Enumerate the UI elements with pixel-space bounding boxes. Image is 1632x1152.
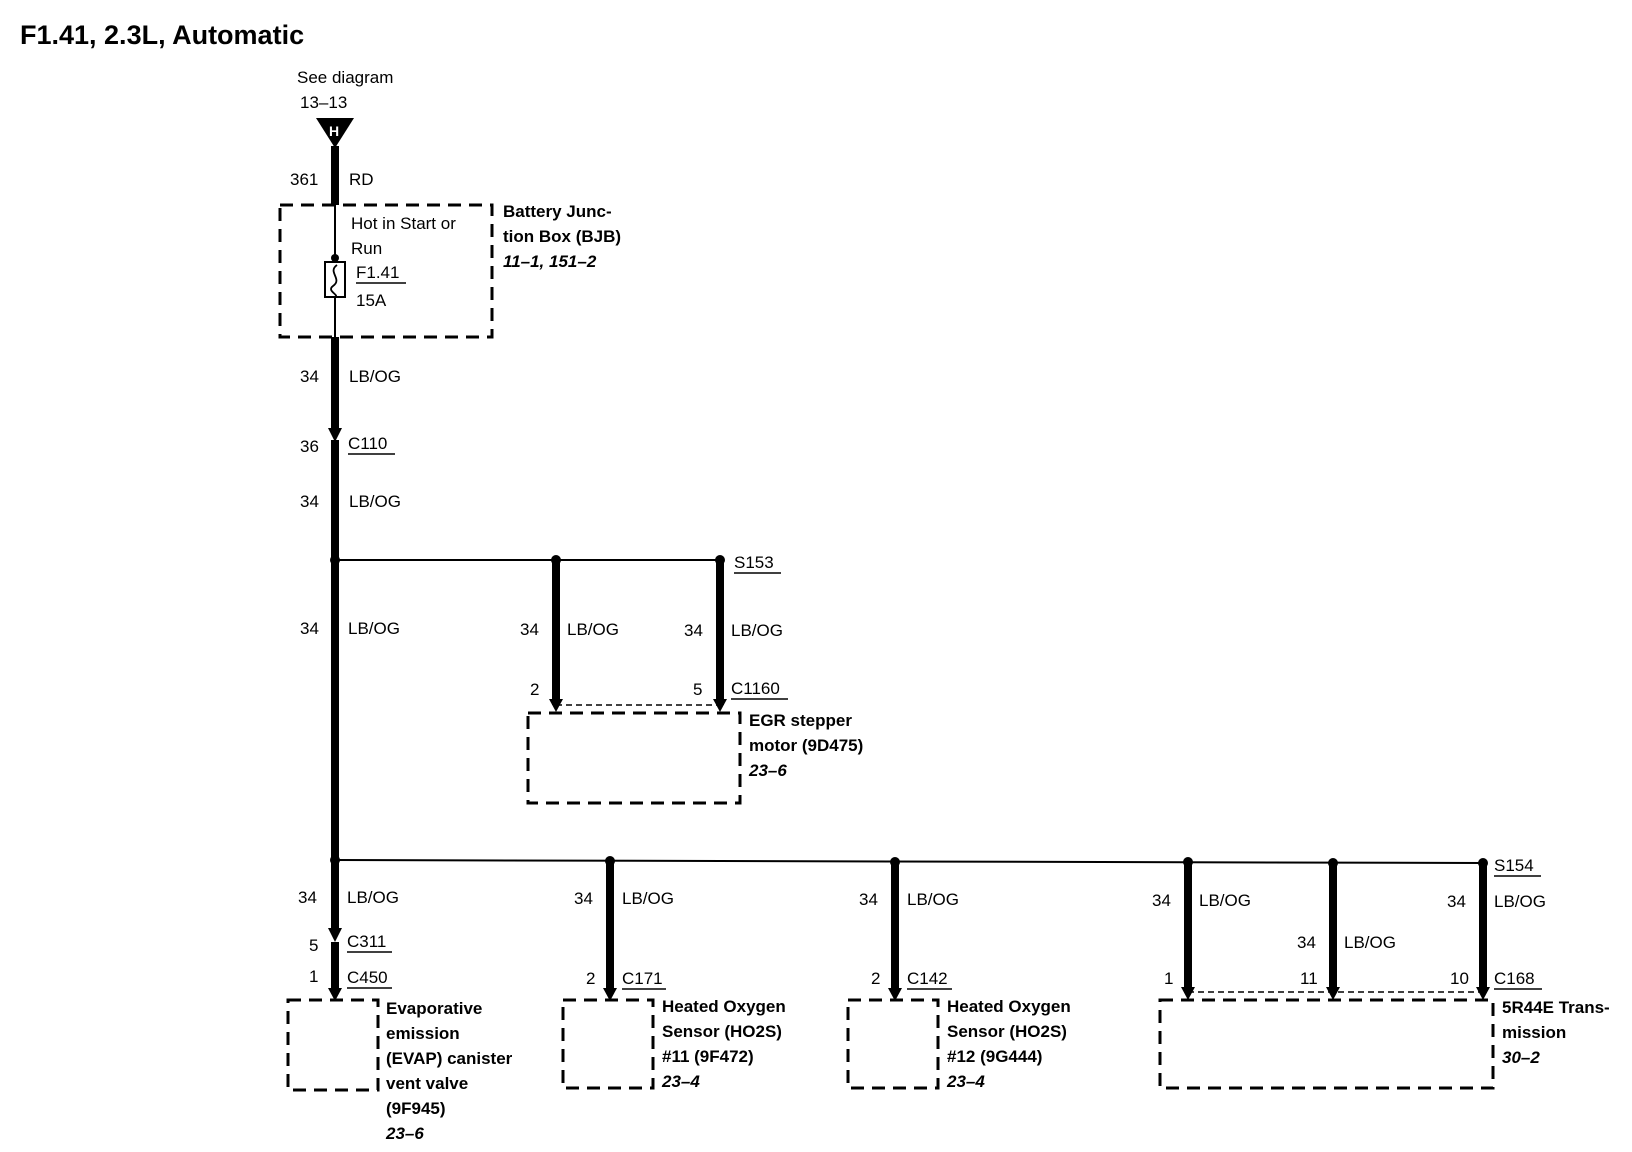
trans-wire-a-circuit: 34 <box>1152 891 1171 910</box>
wire-1-color: LB/OG <box>349 367 401 386</box>
egr-name-2: motor (9D475) <box>749 736 863 755</box>
c1160-pin-b-mark <box>713 699 727 712</box>
c168-pin-a: 1 <box>1164 969 1173 988</box>
ho2s12-box <box>846 998 940 1090</box>
c450-pin: 1 <box>309 967 318 986</box>
c1160-pin-a-mark <box>549 699 563 712</box>
trans-box <box>1158 998 1495 1090</box>
ho2s11-name-3: #11 (9F472) <box>662 1047 754 1066</box>
c311-pin: 5 <box>309 936 318 955</box>
ho2s12-name-1: Heated Oxygen <box>947 997 1071 1016</box>
bjb-splice-dot <box>331 254 339 262</box>
evap-name-4: vent valve <box>386 1074 468 1093</box>
ho2s11-box <box>561 998 655 1090</box>
egr-name-1: EGR stepper <box>749 711 852 730</box>
ho2s11-name-2: Sensor (HO2S) <box>662 1022 782 1041</box>
fuse-element <box>330 264 338 298</box>
egr-wire-b-color: LB/OG <box>731 621 783 640</box>
ho2s12-wire-color: LB/OG <box>907 890 959 909</box>
c110-connector-mark <box>328 428 342 442</box>
bjb-power-label-1: Hot in Start or <box>351 214 456 233</box>
bjb-name-2: tion Box (BJB) <box>503 227 621 246</box>
trans-ref: 30–2 <box>1502 1048 1540 1067</box>
wire-1-circuit: 34 <box>300 367 319 386</box>
egr-box <box>526 711 742 805</box>
wire-3-color: LB/OG <box>348 619 400 638</box>
c110-label: C110 <box>348 434 387 453</box>
diagram-title: F1.41, 2.3L, Automatic <box>20 20 304 50</box>
wire-361-color: RD <box>349 170 374 189</box>
c110-pin: 36 <box>300 437 319 456</box>
trans-wire-a-color: LB/OG <box>1199 891 1251 910</box>
trans-wire-c-circuit: 34 <box>1447 892 1466 911</box>
ho2s12-wire-circuit: 34 <box>859 890 878 909</box>
source-ref-line2: 13–13 <box>300 93 347 112</box>
egr-wire-b-circuit: 34 <box>684 621 703 640</box>
ho2s11-wire-color: LB/OG <box>622 889 674 908</box>
c171-label: C171 <box>622 969 663 988</box>
ho2s12-ref: 23–4 <box>946 1072 985 1091</box>
trans-wire-c-color: LB/OG <box>1494 892 1546 911</box>
c168-pin-b: 11 <box>1300 969 1318 988</box>
fuse-id: F1.41 <box>356 263 399 282</box>
source-ref-line1: See diagram <box>297 68 393 87</box>
evap-name-5: (9F945) <box>386 1099 446 1118</box>
ho2s11-name-1: Heated Oxygen <box>662 997 786 1016</box>
bjb-ref: 11–1, 151–2 <box>503 252 597 271</box>
wire-361-circuit: 361 <box>290 170 318 189</box>
trans-name-2: mission <box>1502 1023 1566 1042</box>
c1160-label: C1160 <box>731 679 780 698</box>
egr-wire-a-color: LB/OG <box>567 620 619 639</box>
c171-pin: 2 <box>586 969 595 988</box>
c171-connector-mark <box>603 988 617 1001</box>
c311-connector-mark <box>328 928 342 942</box>
wire-2-circuit: 34 <box>300 492 319 511</box>
bjb-box <box>278 203 494 339</box>
ho2s12-name-3: #12 (9G444) <box>947 1047 1042 1066</box>
bjb-name-1: Battery Junc- <box>503 202 612 221</box>
s154-bus <box>334 859 1484 864</box>
bjb-power-label-2: Run <box>351 239 382 258</box>
c450-label: C450 <box>347 968 388 987</box>
evap-name-1: Evaporative <box>386 999 482 1018</box>
trans-wire-b-circuit: 34 <box>1297 933 1316 952</box>
evap-name-3: (EVAP) canister <box>386 1049 513 1068</box>
c168-pin-c-mark <box>1476 987 1490 1000</box>
ho2s11-ref: 23–4 <box>661 1072 700 1091</box>
egr-wire-a-circuit: 34 <box>520 620 539 639</box>
ho2s11-wire-circuit: 34 <box>574 889 593 908</box>
egr-ref: 23–6 <box>748 761 787 780</box>
evap-ref: 23–6 <box>385 1124 424 1143</box>
trans-wire-b-color: LB/OG <box>1344 933 1396 952</box>
c1160-pin-a: 2 <box>530 680 539 699</box>
s154-label: S154 <box>1494 856 1534 875</box>
c168-pin-b-mark <box>1326 987 1340 1000</box>
evap-box <box>286 998 380 1092</box>
c142-pin: 2 <box>871 969 880 988</box>
evap-wire-circuit: 34 <box>298 888 317 907</box>
c142-connector-mark <box>888 988 902 1001</box>
evap-name-2: emission <box>386 1024 460 1043</box>
source-connector-triangle <box>316 118 354 148</box>
c168-pin-a-mark <box>1181 987 1195 1000</box>
c168-label: C168 <box>1494 969 1535 988</box>
trans-name-1: 5R44E Trans- <box>1502 998 1610 1017</box>
c450-connector-mark <box>328 988 342 1001</box>
fuse-rating: 15A <box>356 291 387 310</box>
evap-wire-color: LB/OG <box>347 888 399 907</box>
c311-label: C311 <box>347 932 386 951</box>
wire-3-circuit: 34 <box>300 619 319 638</box>
source-connector-letter: H <box>329 123 339 139</box>
s153-label: S153 <box>734 553 774 572</box>
wire-2-color: LB/OG <box>349 492 401 511</box>
c142-label: C142 <box>907 969 948 988</box>
c1160-pin-b: 5 <box>693 680 702 699</box>
ho2s12-name-2: Sensor (HO2S) <box>947 1022 1067 1041</box>
c168-pin-c: 10 <box>1450 969 1469 988</box>
